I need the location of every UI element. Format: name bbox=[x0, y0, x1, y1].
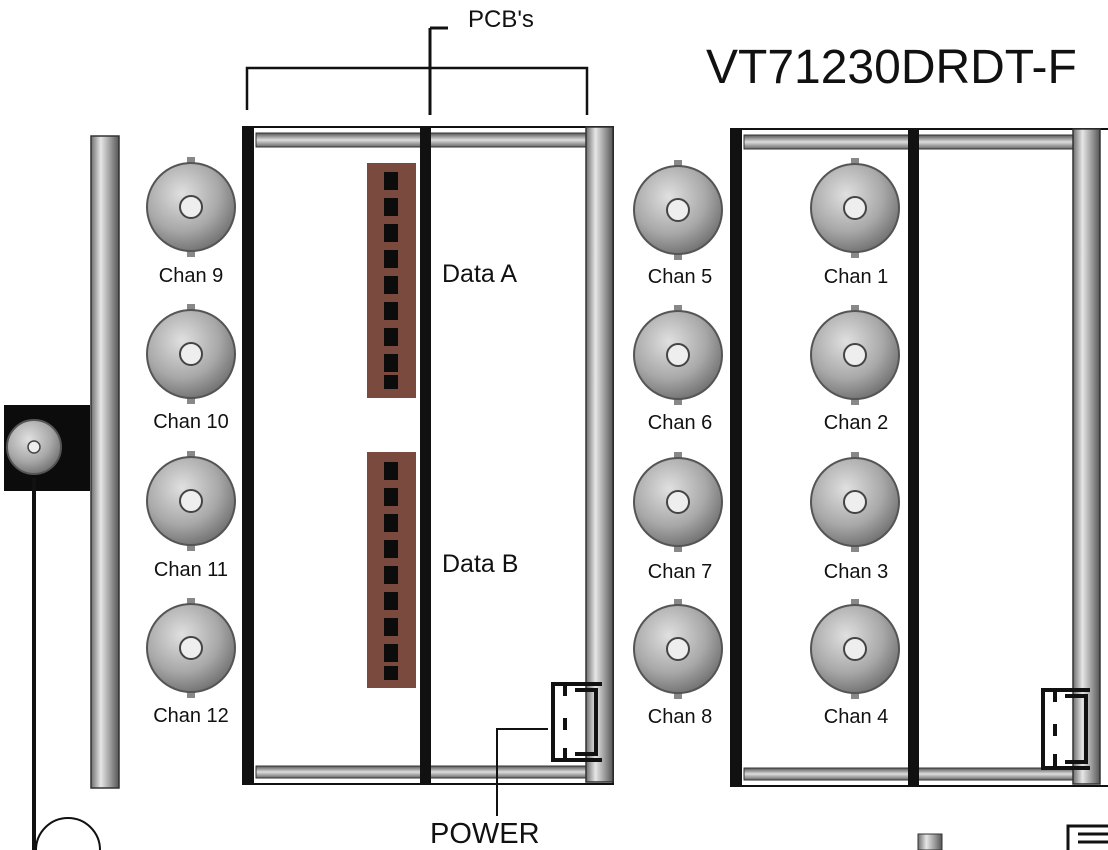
right-module-edge bbox=[731, 129, 742, 786]
chan-11-bnc bbox=[146, 450, 236, 552]
input-bnc-pin bbox=[27, 440, 41, 454]
pcbs-bracket bbox=[245, 66, 589, 115]
pcbs-leader bbox=[428, 26, 448, 115]
right-module-right-rail bbox=[1072, 128, 1101, 785]
left-rail bbox=[90, 135, 120, 789]
chan-7-label: Chan 7 bbox=[648, 561, 713, 583]
chan-5-bnc bbox=[633, 159, 723, 261]
pcb-divider bbox=[420, 127, 431, 784]
chan-3-label: Chan 3 bbox=[824, 561, 889, 583]
data-b-label: Data B bbox=[442, 550, 518, 578]
chan-12-bnc bbox=[146, 597, 236, 699]
left-module-right-rail bbox=[585, 126, 614, 783]
cable-loop bbox=[35, 817, 101, 850]
bottom-connector-stub bbox=[1066, 824, 1108, 850]
chan-8-label: Chan 8 bbox=[648, 706, 713, 728]
left-module-edge bbox=[243, 127, 254, 784]
chan-6-bnc bbox=[633, 304, 723, 406]
model-title: VT71230DRDT-F bbox=[706, 41, 1077, 94]
right-module-frame bbox=[730, 128, 1108, 787]
chan-1-label: Chan 1 bbox=[824, 266, 889, 288]
chan-11-label: Chan 11 bbox=[154, 559, 228, 581]
data-a-label: Data A bbox=[442, 260, 517, 288]
data-a-connector bbox=[367, 163, 416, 398]
power-label: POWER bbox=[430, 818, 540, 850]
chan-9-label: Chan 9 bbox=[159, 265, 224, 287]
power-connector bbox=[551, 682, 602, 762]
chan-5-label: Chan 5 bbox=[648, 266, 713, 288]
chan-9-bnc bbox=[146, 156, 236, 258]
pcbs-label: PCB's bbox=[468, 6, 534, 33]
chan-12-label: Chan 12 bbox=[153, 705, 229, 727]
right-pcb-divider bbox=[908, 129, 919, 786]
data-b-connector bbox=[367, 452, 416, 688]
chan-8-bnc bbox=[633, 598, 723, 700]
chan-10-label: Chan 10 bbox=[153, 411, 229, 433]
chan-6-label: Chan 6 bbox=[648, 412, 713, 434]
bottom-rail-stub bbox=[917, 833, 943, 850]
chan-2-label: Chan 2 bbox=[824, 412, 889, 434]
chan-7-bnc bbox=[633, 451, 723, 553]
right-power-connector bbox=[1041, 688, 1090, 770]
chan-10-bnc bbox=[146, 303, 236, 405]
power-leader bbox=[496, 728, 548, 816]
chan-4-label: Chan 4 bbox=[824, 706, 889, 728]
